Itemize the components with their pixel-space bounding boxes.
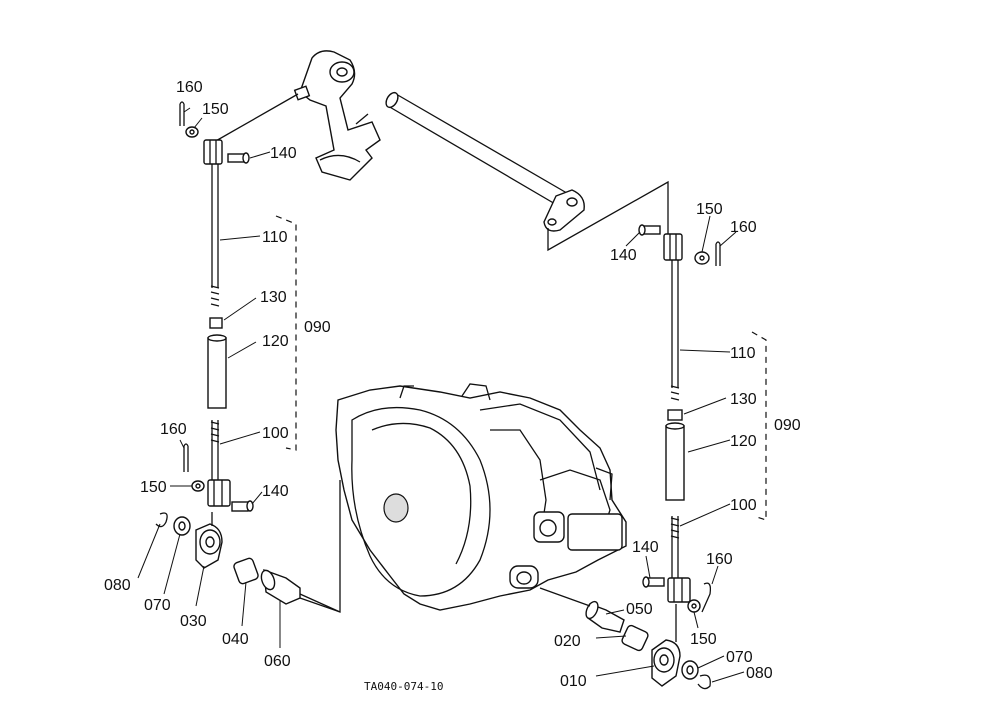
- label-150-lower-left: 150: [140, 479, 167, 496]
- figure-code: TA040-074-10: [364, 680, 443, 693]
- label-140-lower-left: 140: [262, 483, 289, 500]
- label-140-lower-right: 140: [632, 539, 659, 556]
- label-160-upper-right: 160: [730, 219, 757, 236]
- upper-lever-arm-left: [213, 50, 381, 181]
- label-120-right: 120: [730, 433, 757, 450]
- label-090-right: 090: [774, 417, 801, 434]
- label-110-right: 110: [730, 345, 756, 362]
- label-060: 060: [264, 653, 291, 670]
- cross-shaft: [385, 91, 669, 252]
- label-130-left: 130: [260, 289, 287, 306]
- left-rod-assembly: [155, 101, 341, 613]
- label-020: 020: [554, 633, 581, 650]
- label-150-upper-left: 150: [202, 101, 229, 118]
- label-010: 010: [560, 673, 587, 690]
- label-080-left: 080: [104, 577, 131, 594]
- label-090-left: 090: [304, 319, 331, 336]
- leader-lines: [137, 107, 745, 683]
- label-140-upper-right: 140: [610, 247, 637, 264]
- label-160-lower-left: 160: [160, 421, 187, 438]
- label-100-left: 100: [262, 425, 289, 442]
- label-140-upper-left: 140: [270, 145, 297, 162]
- label-150-lower-right: 150: [690, 631, 717, 648]
- label-120-left: 120: [262, 333, 289, 350]
- label-130-right: 130: [730, 391, 757, 408]
- label-160-upper-left: 160: [176, 79, 203, 96]
- label-030: 030: [180, 613, 207, 630]
- label-050: 050: [626, 601, 653, 618]
- label-110-left: 110: [262, 229, 288, 246]
- label-040: 040: [222, 631, 249, 648]
- label-080-right: 080: [746, 665, 773, 682]
- right-rod-assembly: [539, 224, 767, 690]
- label-160-lower-right: 160: [706, 551, 733, 568]
- label-070-right: 070: [726, 649, 753, 666]
- transmission-housing: [299, 383, 627, 613]
- label-150-upper-right: 150: [696, 201, 723, 218]
- label-070-left: 070: [144, 597, 171, 614]
- label-100-right: 100: [730, 497, 757, 514]
